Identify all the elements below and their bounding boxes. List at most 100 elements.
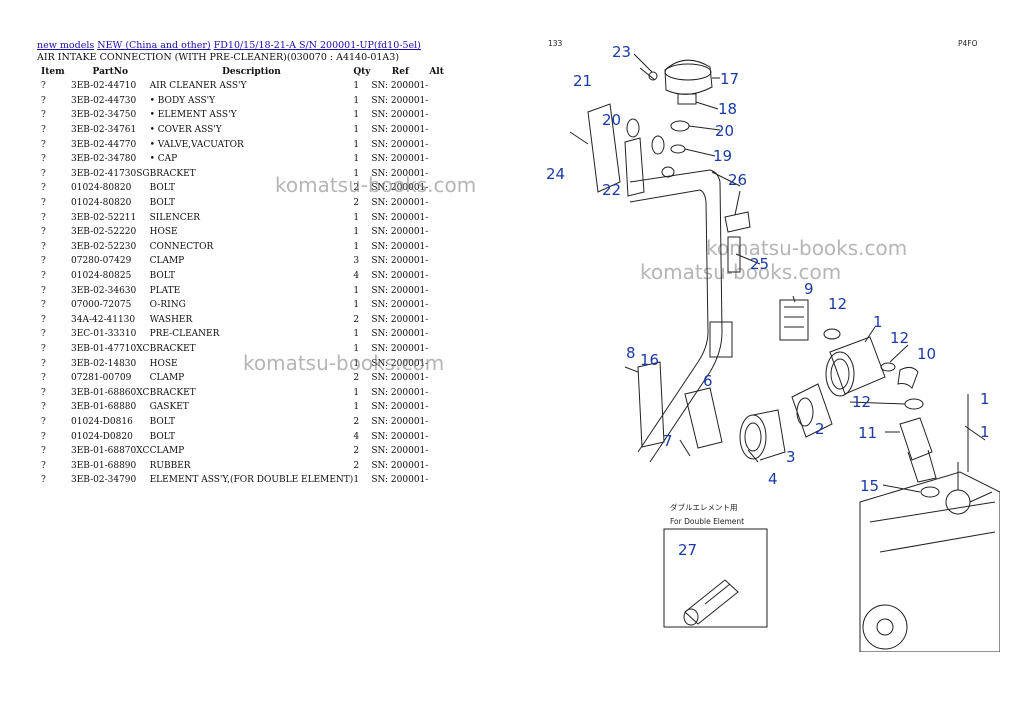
cell-description: GASKET bbox=[149, 402, 189, 413]
cell-alt bbox=[429, 94, 449, 109]
cell-partno: 3EB-02-52230 bbox=[71, 241, 137, 252]
cell-qty: 2 bbox=[353, 373, 360, 384]
breadcrumb: new models NEW (China and other) FD10/15… bbox=[37, 40, 421, 51]
cell-qty: 1 bbox=[353, 212, 360, 223]
page-title: AIR INTAKE CONNECTION (WITH PRE-CLEANER)… bbox=[37, 52, 400, 63]
cell-alt bbox=[429, 108, 449, 123]
cell-item: ? bbox=[41, 198, 46, 209]
cell-qty: 1 bbox=[353, 300, 360, 311]
cell-item: ? bbox=[41, 125, 46, 136]
cell-alt bbox=[429, 313, 449, 328]
cell-partno: 3EB-01-68890 bbox=[71, 460, 137, 471]
cell-description: BOLT bbox=[149, 431, 176, 442]
cell-ref: SN: 200001- bbox=[371, 110, 429, 121]
cell-qty: 2 bbox=[353, 416, 360, 427]
cell-alt bbox=[429, 429, 449, 444]
callout-1b: 1 bbox=[980, 390, 990, 408]
cell-ref: SN: 200001- bbox=[371, 431, 429, 442]
cell-description: HOSE bbox=[149, 227, 178, 238]
cell-item: ? bbox=[41, 387, 46, 398]
cell-partno: 01024-80825 bbox=[71, 271, 132, 282]
cell-ref: SN: 200001- bbox=[371, 329, 429, 340]
cell-ref: SN: 200001- bbox=[371, 343, 429, 354]
cell-description: BRACKET bbox=[149, 168, 196, 179]
cell-partno: 3EB-01-68860XC bbox=[71, 387, 150, 398]
cell-item: ? bbox=[41, 373, 46, 384]
cell-partno: 01024-D0820 bbox=[71, 431, 133, 442]
cell-alt bbox=[429, 181, 449, 196]
cell-alt bbox=[429, 458, 449, 473]
cell-qty: 1 bbox=[353, 95, 360, 106]
cell-partno: 07000-72075 bbox=[71, 300, 132, 311]
cell-item: ? bbox=[41, 343, 46, 354]
callout-15: 15 bbox=[860, 477, 879, 495]
cell-ref: SN: 200001- bbox=[371, 183, 429, 194]
cell-ref: SN: 200001- bbox=[371, 95, 429, 106]
cell-item: ? bbox=[41, 256, 46, 267]
cell-item: ? bbox=[41, 168, 46, 179]
diagram-corner-ref-right: P4FO bbox=[958, 39, 978, 48]
callout-26: 26 bbox=[728, 171, 747, 189]
cell-partno: 3EB-02-34761 bbox=[71, 125, 137, 136]
cell-item: ? bbox=[41, 285, 46, 296]
cell-partno: 3EB-02-44710 bbox=[71, 81, 137, 92]
cell-partno: 3EB-02-34780 bbox=[71, 154, 137, 165]
header-description: Description bbox=[222, 67, 281, 77]
cell-alt bbox=[429, 196, 449, 211]
parts-table: Item PartNo Description Qty Ref Alt ?3EB… bbox=[37, 65, 449, 488]
cell-ref: SN: 200001- bbox=[371, 227, 429, 238]
cell-alt bbox=[429, 473, 449, 488]
cell-alt bbox=[429, 123, 449, 138]
cell-alt bbox=[429, 79, 449, 94]
cell-item: ? bbox=[41, 227, 46, 238]
breadcrumb-link-new-models[interactable]: new models bbox=[37, 40, 95, 51]
cell-alt bbox=[429, 137, 449, 152]
cell-item: ? bbox=[41, 81, 46, 92]
cell-description: • ELEMENT ASS'Y bbox=[149, 110, 237, 121]
cell-qty: 2 bbox=[353, 460, 360, 471]
cell-partno: 3EB-01-68880 bbox=[71, 402, 137, 413]
breadcrumb-link-region[interactable]: NEW (China and other) bbox=[97, 40, 211, 51]
cell-partno: 3EB-01-68870XC bbox=[71, 446, 150, 457]
cell-description: RUBBER bbox=[149, 460, 191, 471]
cell-alt bbox=[429, 152, 449, 167]
cell-item: ? bbox=[41, 271, 46, 282]
cell-alt bbox=[429, 210, 449, 225]
cell-alt bbox=[429, 254, 449, 269]
callout-3: 3 bbox=[786, 448, 796, 466]
cell-partno: 01024-80820 bbox=[71, 198, 132, 209]
cell-qty: 3 bbox=[353, 256, 360, 267]
breadcrumb-link-model[interactable]: FD10/15/18-21-A S/N 200001-UP(fd10-5el) bbox=[213, 40, 421, 51]
cell-qty: 1 bbox=[353, 154, 360, 165]
cell-qty: 2 bbox=[353, 198, 360, 209]
cell-description: BOLT bbox=[149, 416, 176, 427]
cell-ref: SN: 200001- bbox=[371, 139, 429, 150]
callout-22: 22 bbox=[602, 181, 621, 199]
cell-partno: 3EB-02-52220 bbox=[71, 227, 137, 238]
callout-8: 8 bbox=[626, 344, 636, 362]
cell-alt bbox=[429, 225, 449, 240]
cell-description: ELEMENT ASS'Y,(FOR DOUBLE ELEMENT) bbox=[149, 475, 354, 486]
cell-qty: 1 bbox=[353, 402, 360, 413]
cell-description: WASHER bbox=[149, 314, 193, 325]
cell-description: BOLT bbox=[149, 271, 176, 282]
callout-23: 23 bbox=[612, 43, 631, 61]
cell-description: • VALVE,VACUATOR bbox=[149, 139, 244, 150]
cell-item: ? bbox=[41, 314, 46, 325]
cell-ref: SN: 200001- bbox=[371, 125, 429, 136]
callout-1: 1 bbox=[873, 313, 883, 331]
cell-alt bbox=[429, 298, 449, 313]
